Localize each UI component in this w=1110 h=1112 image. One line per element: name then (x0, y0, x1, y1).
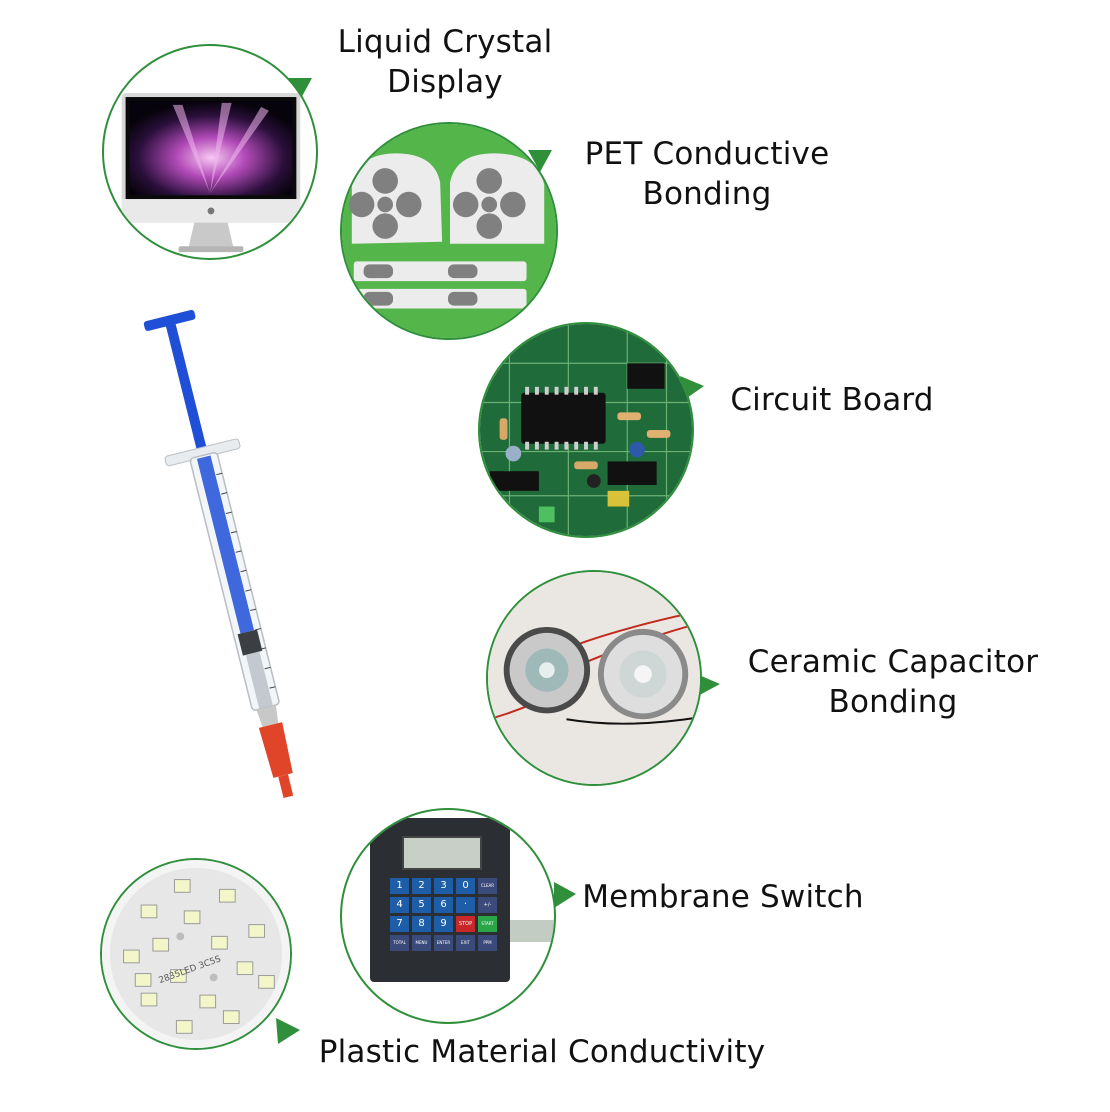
label-plastic-material-conductivity: Plastic Material Conductivity (318, 1034, 766, 1070)
key-3[interactable]: 3 (434, 878, 453, 894)
circuit-board-photo (478, 322, 694, 538)
key-1[interactable]: 1 (390, 878, 409, 894)
membrane-switch-photo: 1 2 3 0 CLEAR 4 5 6 · +/- 7 8 9 STOP STA… (340, 808, 556, 1024)
pointer-plastic-icon (276, 1018, 300, 1044)
key-ppm[interactable]: PPM (478, 935, 497, 951)
label-membrane-switch: Membrane Switch (582, 879, 864, 915)
conductive-pad-icon (342, 124, 556, 338)
led-board-icon: 2835LED 3C5S (102, 860, 290, 1048)
key-9[interactable]: 9 (434, 916, 453, 932)
key-5[interactable]: 5 (412, 897, 431, 913)
pet-conductive-photo (340, 122, 558, 340)
keypad-row-2: 4 5 6 · +/- (390, 897, 500, 913)
key-dot[interactable]: · (456, 897, 475, 913)
led-chips (123, 879, 275, 1034)
keypad-row-1: 1 2 3 0 CLEAR (390, 878, 500, 894)
piezo-disc-icon (488, 572, 700, 784)
key-clear[interactable]: CLEAR (478, 878, 497, 894)
key-total[interactable]: TOTAL (390, 935, 409, 951)
key-stop[interactable]: STOP (456, 916, 475, 932)
keypad-grid: 1 2 3 0 CLEAR 4 5 6 · +/- 7 8 9 STOP STA… (390, 878, 500, 951)
membrane-tail-cable (510, 920, 554, 942)
label-circuit-board: Circuit Board (730, 382, 934, 418)
key-6[interactable]: 6 (434, 897, 453, 913)
syringe-photo (143, 309, 294, 799)
led-board-photo: 2835LED 3C5S (100, 858, 292, 1050)
pointer-membrane-icon (554, 882, 576, 908)
label-liquid-crystal-display: Liquid Crystal Display (337, 24, 553, 100)
key-4[interactable]: 4 (390, 897, 409, 913)
key-8[interactable]: 8 (412, 916, 431, 932)
key-plus-minus[interactable]: +/- (478, 897, 497, 913)
key-menu[interactable]: MENU (412, 935, 431, 951)
label-pet-conductive-bonding: PET Conductive Bonding (584, 136, 830, 212)
key-2[interactable]: 2 (412, 878, 431, 894)
lcd-photo (102, 44, 318, 260)
key-enter[interactable]: ENTER (434, 935, 453, 951)
key-0[interactable]: 0 (456, 878, 475, 894)
key-7[interactable]: 7 (390, 916, 409, 932)
key-start[interactable]: START (478, 916, 497, 932)
monitor-icon (121, 93, 301, 253)
keypad-row-3: 7 8 9 STOP START (390, 916, 500, 932)
ceramic-capacitor-photo (486, 570, 702, 786)
label-ceramic-capacitor-bonding: Ceramic Capacitor Bonding (747, 644, 1039, 720)
syringe-icon (143, 309, 294, 799)
keypad-row-4: TOTAL MENU ENTER EXIT PPM (390, 935, 500, 951)
keypad-lcd-window (402, 836, 482, 870)
key-exit[interactable]: EXIT (456, 935, 475, 951)
keypad-device: 1 2 3 0 CLEAR 4 5 6 · +/- 7 8 9 STOP STA… (370, 818, 510, 982)
circuit-board-icon (480, 324, 692, 536)
